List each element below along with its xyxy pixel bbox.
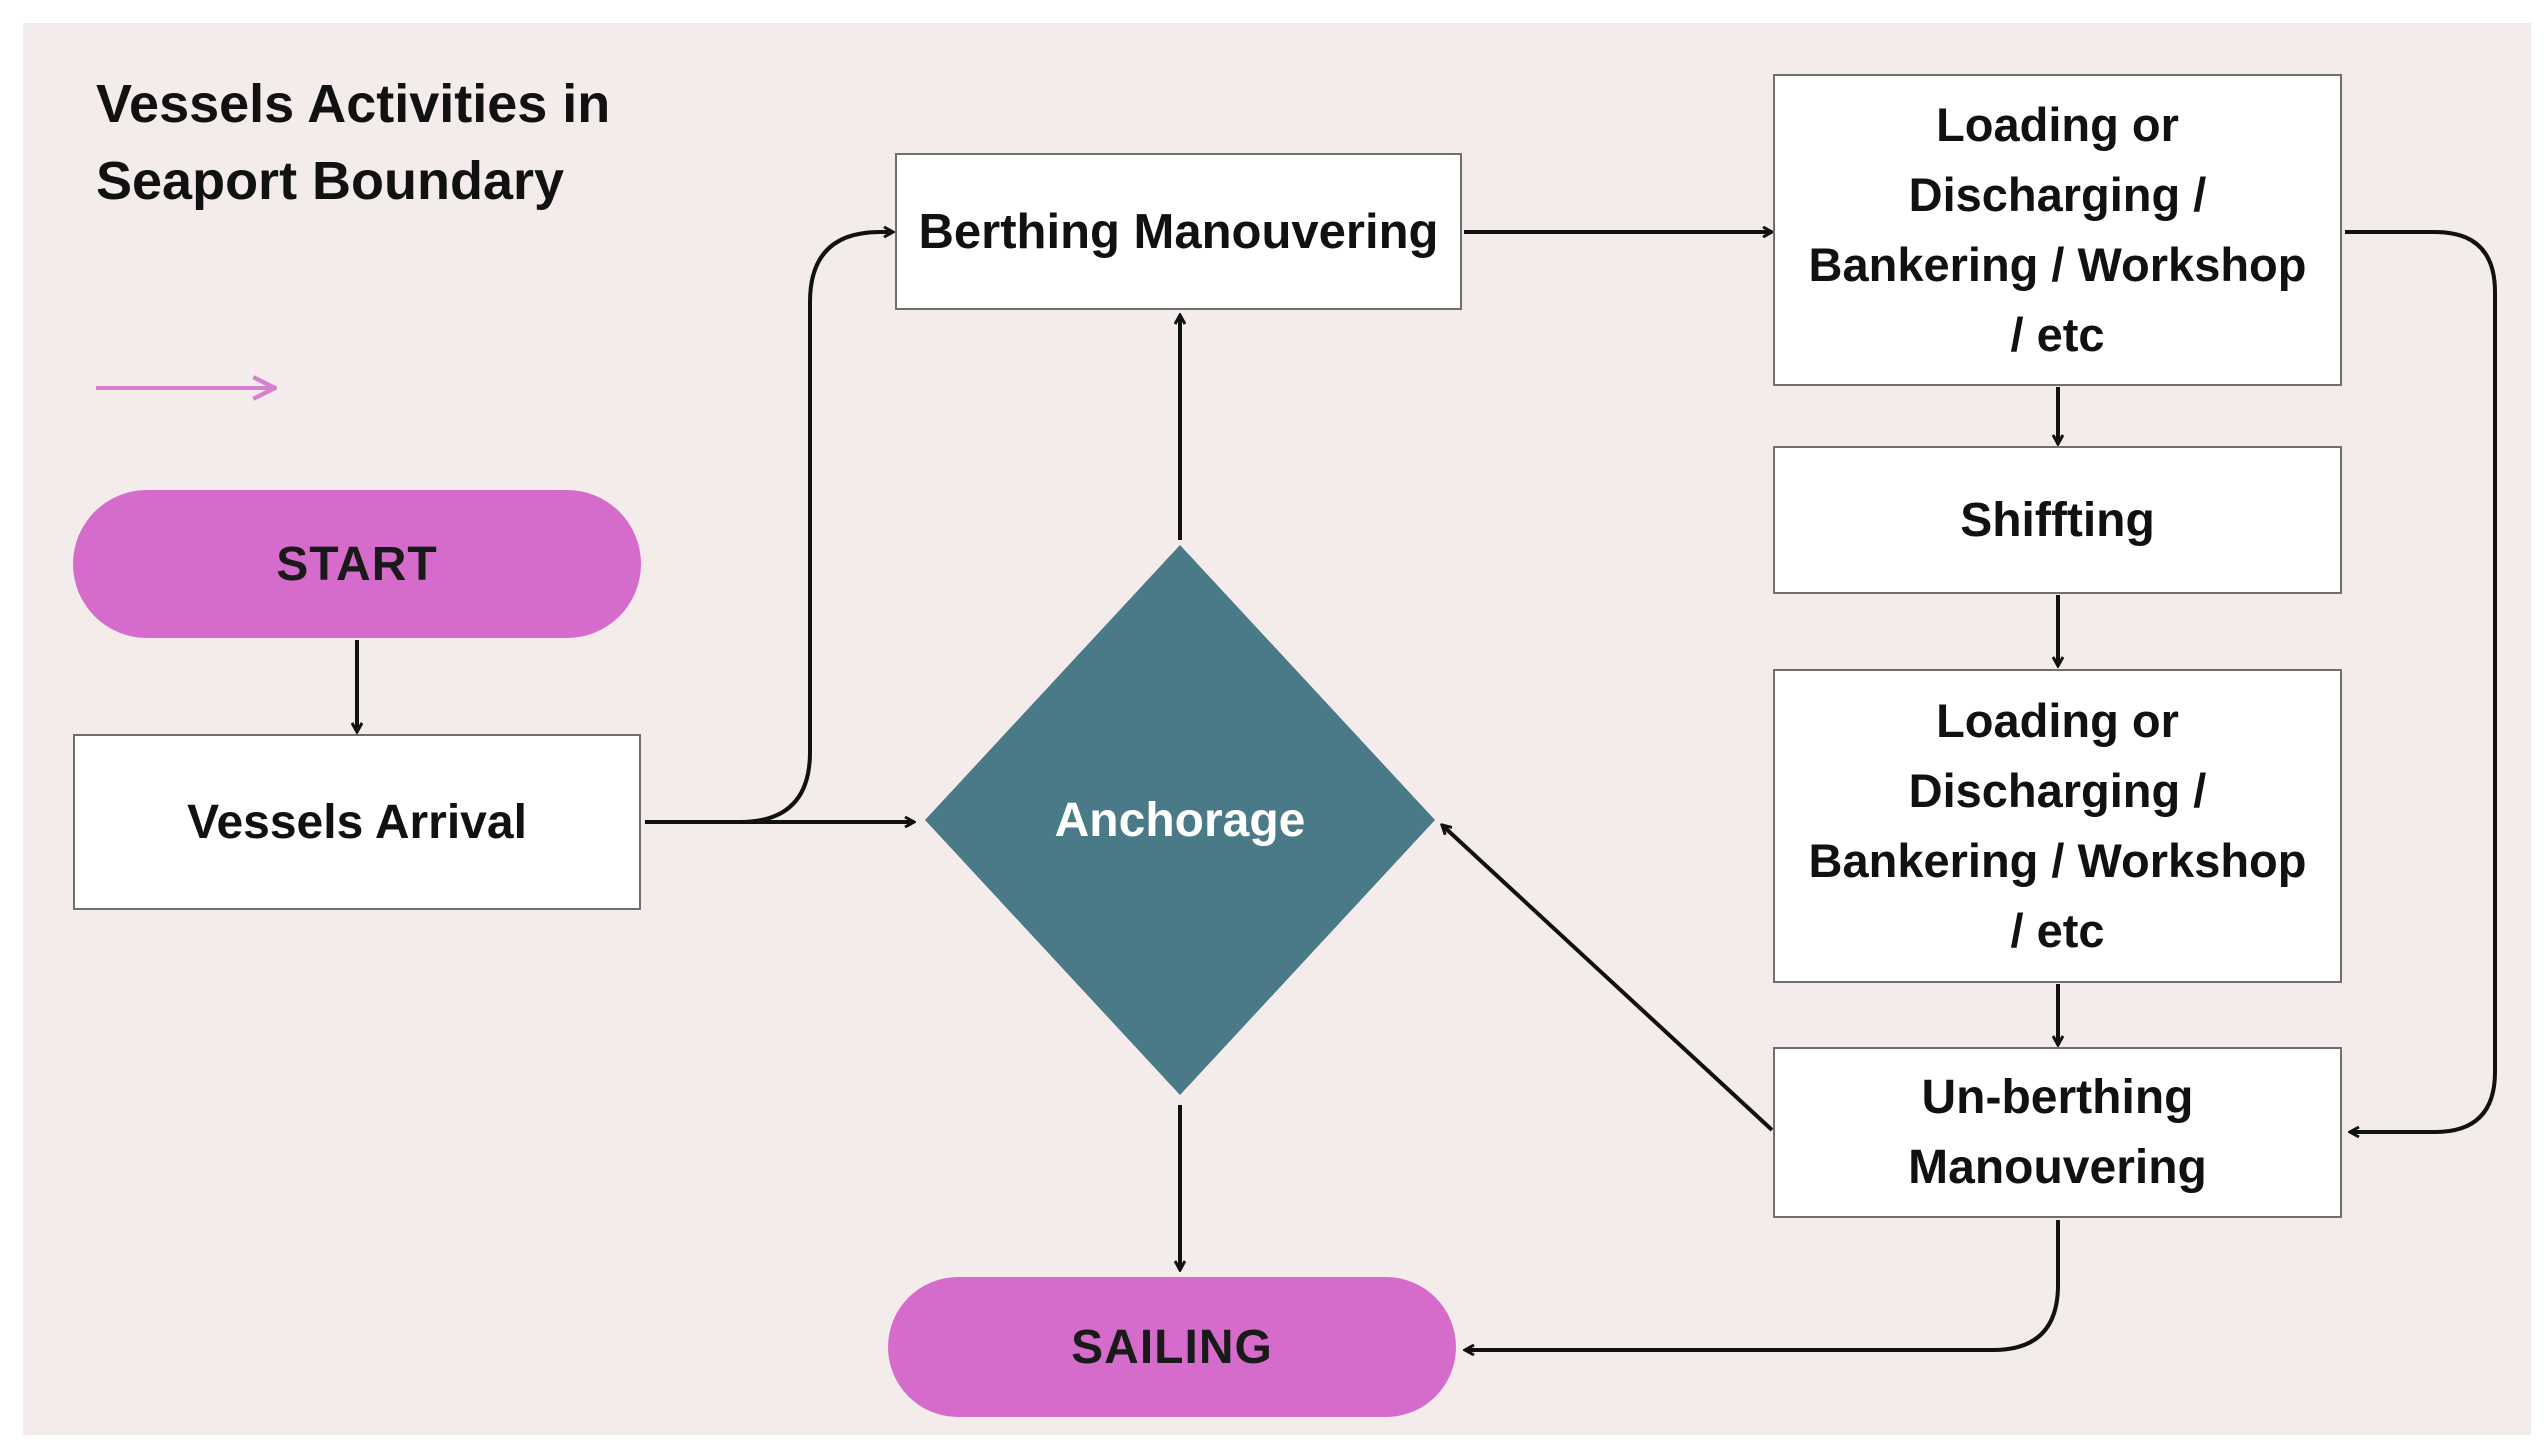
shiffting-box: Shiffting <box>1773 446 2342 594</box>
loading-top-line-3: Bankering / Workshop <box>1808 238 2307 291</box>
un-berthing-line-2: Manouvering <box>1908 1140 2207 1194</box>
loading-discharging-box-bottom: Loading or Discharging / Bankering / Wor… <box>1773 669 2342 983</box>
shiffting-label: Shiffting <box>1960 493 2155 547</box>
sailing-terminal: SAILING <box>888 1277 1456 1417</box>
vessels-arrival-label: Vessels Arrival <box>187 795 527 849</box>
diagram-title: Vessels Activities in Seaport Boundary <box>96 66 816 220</box>
start-label: START <box>276 537 438 591</box>
loading-bottom-line-2: Discharging / <box>1908 764 2207 817</box>
vessels-arrival-box: Vessels Arrival <box>73 734 641 910</box>
start-terminal: START <box>73 490 641 638</box>
anchorage-label: Anchorage <box>1054 793 1306 847</box>
connector-unberthing-to-anchorage <box>1442 825 1774 1132</box>
loading-top-line-1: Loading or <box>1936 98 2179 151</box>
un-berthing-line-1: Un-berthing <box>1921 1070 2194 1124</box>
loading-bottom-line-4: / etc <box>2010 904 2105 957</box>
connector-arrival-to-berthing <box>645 232 893 824</box>
berthing-manouvering-box: Berthing Manouvering <box>895 153 1462 310</box>
sailing-label: SAILING <box>1071 1320 1273 1374</box>
un-berthing-manouvering-box: Un-berthing Manouvering <box>1773 1047 2342 1218</box>
loading-bottom-line-3: Bankering / Workshop <box>1808 834 2307 887</box>
connector-loading-to-unberthing-bypass <box>2345 230 2497 1132</box>
title-line-1: Vessels Activities in <box>96 74 611 134</box>
loading-top-line-4: / etc <box>2010 308 2105 361</box>
connector-unberthing-to-sailing <box>1465 1220 2060 1350</box>
title-line-2: Seaport Boundary <box>96 151 565 211</box>
loading-top-line-2: Discharging / <box>1908 168 2207 221</box>
berthing-manouvering-label: Berthing Manouvering <box>918 204 1439 259</box>
loading-discharging-box-top: Loading or Discharging / Bankering / Wor… <box>1773 74 2342 386</box>
loading-bottom-line-1: Loading or <box>1936 694 2179 747</box>
anchorage-diamond <box>925 545 1435 1095</box>
